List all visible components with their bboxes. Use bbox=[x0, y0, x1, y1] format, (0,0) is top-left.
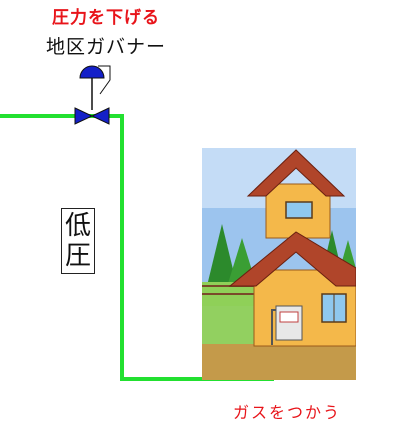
reduce-pressure-caption: 圧力を下げる bbox=[52, 8, 160, 28]
house-illustration bbox=[202, 148, 356, 380]
use-gas-caption: ガスをつかう bbox=[233, 403, 342, 422]
low-pressure-char-1: 低 bbox=[64, 211, 91, 241]
low-pressure-label: 低 圧 bbox=[61, 208, 95, 274]
district-governor-label: 地区ガバナー bbox=[46, 36, 167, 58]
governor-valve-icon bbox=[74, 65, 111, 125]
low-pressure-char-2: 圧 bbox=[64, 241, 91, 271]
